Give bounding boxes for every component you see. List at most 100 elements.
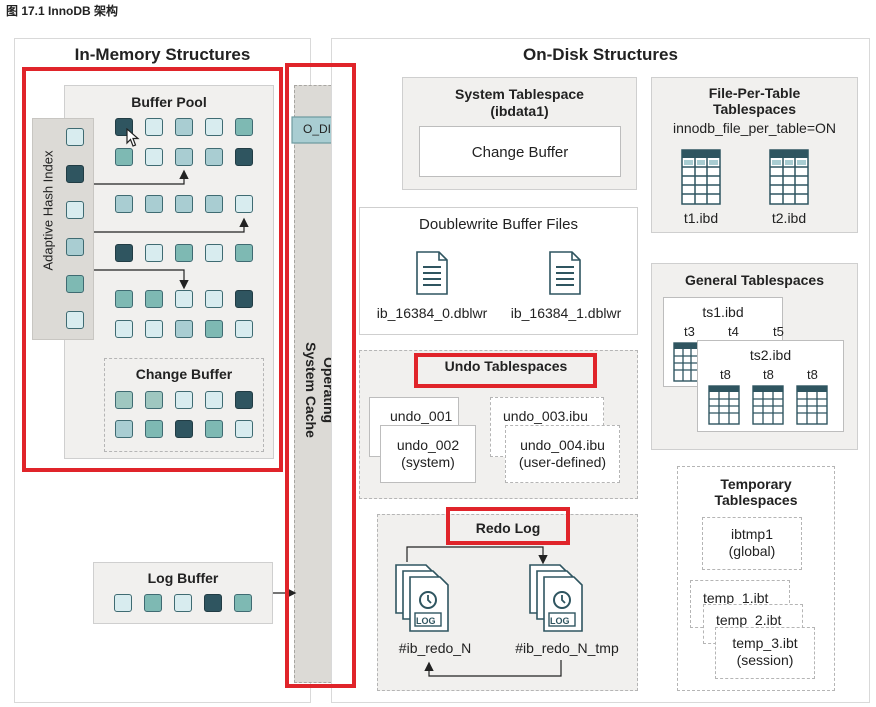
ts1-table-t5: t5 bbox=[773, 324, 784, 339]
table-icon bbox=[752, 385, 784, 425]
buffer-pool-page bbox=[175, 195, 193, 213]
system-change-buffer-label: Change Buffer bbox=[471, 144, 569, 161]
change-buffer-memory-box bbox=[104, 358, 264, 452]
buffer-pool-page bbox=[175, 244, 193, 262]
change-buffer-page bbox=[235, 420, 253, 438]
undo-tablespaces-title: Undo Tablespaces bbox=[444, 358, 568, 374]
temporary-tablespaces-title-line1: Temporary bbox=[720, 476, 792, 492]
buffer-pool-page bbox=[145, 290, 163, 308]
ibtmp1-label-line2: (global) bbox=[728, 543, 776, 559]
redo-file-1: #ib_redo_N_tmp bbox=[515, 640, 619, 656]
buffer-pool-page bbox=[175, 118, 193, 136]
buffer-pool-page bbox=[205, 148, 223, 166]
ahi-entry bbox=[66, 201, 84, 219]
change-buffer-page bbox=[115, 420, 133, 438]
system-tablespace-title: System Tablespace (ibdata1) bbox=[402, 86, 637, 120]
change-buffer-page bbox=[115, 391, 133, 409]
on-disk-title: On-Disk Structures bbox=[523, 45, 678, 64]
buffer-pool-page bbox=[235, 195, 253, 213]
highlight-undo bbox=[414, 353, 597, 388]
in-memory-title: In-Memory Structures bbox=[74, 45, 251, 64]
file-per-table-title-line2: Tablespaces bbox=[712, 101, 796, 117]
buffer-pool-page bbox=[235, 148, 253, 166]
system-change-buffer-box bbox=[419, 126, 621, 177]
dblwr-file-1: ib_16384_1.dblwr bbox=[510, 305, 622, 321]
ahi-entry bbox=[66, 238, 84, 256]
undo-001-label: undo_001 bbox=[390, 408, 453, 424]
temp-3-label-line1: temp_3.ibt bbox=[732, 635, 798, 651]
ibtmp1-box bbox=[702, 517, 802, 570]
buffer-pool-page bbox=[205, 290, 223, 308]
buffer-pool-page bbox=[235, 118, 253, 136]
buffer-pool-page bbox=[205, 244, 223, 262]
undo-003-label: undo_003.ibu bbox=[503, 408, 588, 424]
ahi-entry bbox=[66, 275, 84, 293]
log-buffer-title: Log Buffer bbox=[147, 570, 219, 586]
ts2-table-2: t8 bbox=[763, 367, 774, 382]
change-buffer-page bbox=[175, 420, 193, 438]
ibtmp1-label: ibtmp1 (global) bbox=[702, 526, 802, 560]
ts1-label: ts1.ibd bbox=[702, 304, 744, 320]
ts1-table-t3: t3 bbox=[684, 324, 695, 339]
log-buffer-entry bbox=[174, 594, 192, 612]
buffer-pool-page bbox=[235, 244, 253, 262]
file-t2: t2.ibd bbox=[771, 210, 807, 226]
temp-3-label-line2: (session) bbox=[736, 652, 794, 668]
ahi-entry bbox=[66, 165, 84, 183]
buffer-pool-title: Buffer Pool bbox=[131, 94, 207, 110]
change-buffer-page bbox=[205, 391, 223, 409]
undo-002-label-line2: (system) bbox=[401, 454, 455, 470]
buffer-pool-page bbox=[205, 118, 223, 136]
log-file-badge-0: LOG bbox=[416, 616, 436, 626]
buffer-pool-page bbox=[145, 195, 163, 213]
redo-file-0: #ib_redo_N bbox=[398, 640, 472, 656]
log-buffer-entry bbox=[114, 594, 132, 612]
file-t1: t1.ibd bbox=[683, 210, 719, 226]
file-per-table-setting: innodb_file_per_table=ON bbox=[672, 120, 837, 136]
buffer-pool-page bbox=[175, 290, 193, 308]
ts2-table-3: t8 bbox=[807, 367, 818, 382]
undo-004-box bbox=[505, 425, 620, 483]
highlight-in-memory bbox=[22, 67, 283, 472]
ahi-entry bbox=[66, 128, 84, 146]
log-buffer-entry bbox=[234, 594, 252, 612]
highlight-os-cache bbox=[285, 63, 356, 688]
log-buffer-entry bbox=[204, 594, 222, 612]
ahi-entry bbox=[66, 311, 84, 329]
change-buffer-page bbox=[175, 391, 193, 409]
buffer-pool-page bbox=[145, 244, 163, 262]
redo-log-title: Redo Log bbox=[475, 520, 541, 536]
buffer-pool-page bbox=[175, 148, 193, 166]
undo-004-label-line1: undo_004.ibu bbox=[520, 437, 605, 453]
buffer-pool-page bbox=[205, 195, 223, 213]
buffer-pool-page bbox=[235, 320, 253, 338]
adaptive-hash-index-box bbox=[32, 118, 94, 340]
temporary-tablespaces-title-line2: Tablespaces bbox=[714, 492, 798, 508]
table-icon bbox=[681, 149, 721, 205]
buffer-pool-page bbox=[115, 195, 133, 213]
change-buffer-page bbox=[145, 420, 163, 438]
file-per-table-title: File-Per-Table Tablespaces bbox=[651, 85, 858, 117]
undo-004-label: undo_004.ibu (user-defined) bbox=[505, 437, 620, 471]
log-file-icon bbox=[529, 564, 583, 632]
change-buffer-page bbox=[145, 391, 163, 409]
temp-3-box bbox=[715, 627, 815, 679]
ts1-table-t4: t4 bbox=[728, 324, 739, 339]
undo-002-box bbox=[380, 425, 476, 483]
table-icon bbox=[708, 385, 740, 425]
undo-002-label: undo_002 (system) bbox=[380, 437, 476, 471]
buffer-pool-page bbox=[115, 290, 133, 308]
log-buffer-entry bbox=[144, 594, 162, 612]
table-icon bbox=[796, 385, 828, 425]
buffer-pool-page bbox=[115, 148, 133, 166]
buffer-pool-page bbox=[205, 320, 223, 338]
temporary-tablespaces-title: Temporary Tablespaces bbox=[677, 476, 835, 508]
highlight-redo bbox=[446, 507, 570, 545]
log-buffer-box bbox=[93, 562, 273, 624]
buffer-pool-page bbox=[115, 320, 133, 338]
temp-1-label: temp_1.ibt bbox=[703, 590, 769, 606]
undo-002-label-line1: undo_002 bbox=[396, 437, 460, 453]
temp-2-label: temp_2.ibt bbox=[716, 612, 782, 628]
mouse-cursor-icon bbox=[126, 128, 140, 147]
log-file-icon bbox=[395, 564, 449, 632]
